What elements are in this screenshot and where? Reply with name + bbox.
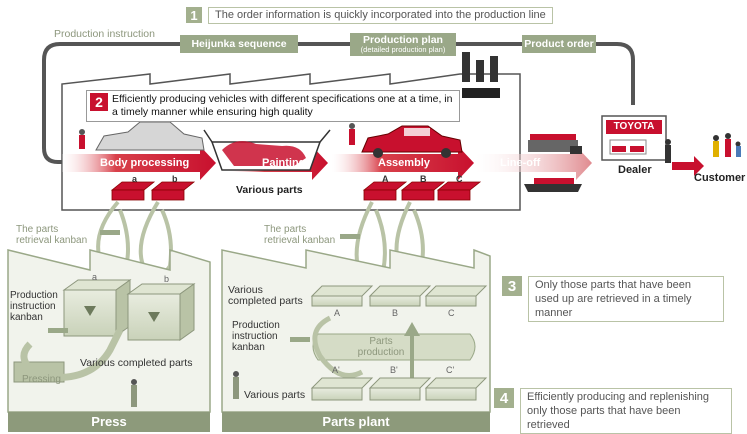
body-shell-car bbox=[95, 121, 205, 151]
caption-4-text: Efficiently producing and replenishing o… bbox=[520, 388, 732, 434]
plant-top-letter-b: B bbox=[392, 308, 399, 318]
press-crate-letter-b: b bbox=[164, 274, 170, 284]
bin-letter-assembly-b: B bbox=[420, 174, 427, 184]
body-processing-label: Body processing bbox=[100, 157, 190, 169]
plant-bottom-letter-a: A' bbox=[332, 365, 340, 375]
bin-letter-body-a: a bbox=[132, 174, 138, 184]
factory-windows bbox=[462, 88, 500, 98]
production-instruction-label: Production instruction bbox=[54, 28, 155, 40]
press-crates bbox=[62, 279, 196, 341]
caption-1: 1 The order information is quickly incor… bbox=[186, 7, 553, 24]
plant-top-letter-a: A bbox=[334, 308, 341, 318]
dealer-label: Dealer bbox=[618, 164, 652, 176]
parts-production-label: Parts production bbox=[357, 336, 405, 358]
plant-top-crates bbox=[310, 285, 488, 307]
product-order-pill: Product order bbox=[522, 35, 596, 53]
press-worker bbox=[131, 379, 137, 407]
line-arrow-body bbox=[62, 146, 216, 180]
chimney-2 bbox=[476, 60, 484, 82]
production-plan-label: Production plan bbox=[363, 34, 443, 46]
plant-various-parts-label: Various parts bbox=[244, 389, 306, 401]
plant-instruction-loop bbox=[312, 315, 364, 378]
plant-instruction-tag bbox=[290, 337, 310, 342]
plant-instruction-kanban-label: Production instruction kanban bbox=[232, 320, 280, 353]
kanban-bins-assembly bbox=[362, 181, 482, 201]
plant-footer-label: Parts plant bbox=[322, 414, 390, 429]
caption-3: 3 Only those parts that have been used u… bbox=[502, 276, 724, 322]
customer-label: Customer bbox=[694, 172, 746, 184]
heijunka-pill: Heijunka sequence plan bbox=[180, 35, 298, 68]
worker-assembly bbox=[349, 123, 355, 145]
caption-2-text: Efficiently producing vehicles with diff… bbox=[112, 93, 453, 118]
plant-retrieval-kanban-label: The parts retrieval kanban bbox=[264, 224, 336, 246]
paint-bath bbox=[203, 129, 331, 171]
plant-worker bbox=[233, 371, 239, 399]
press-instruction-kanban-label: Production instruction kanban bbox=[10, 290, 58, 323]
dealer-person bbox=[665, 139, 671, 163]
car-carrier-truck bbox=[528, 134, 582, 154]
plant-top-letter-c: C bbox=[448, 308, 455, 318]
production-plan-pill: Production plan (detailed production pla… bbox=[350, 33, 456, 56]
plant-completed-parts-label: Various completed parts bbox=[228, 284, 303, 307]
bin-letter-body-b: b bbox=[172, 174, 178, 184]
press-instruction-tag bbox=[48, 328, 68, 333]
press-retrieval-tag bbox=[100, 230, 120, 235]
plant-retrieval-tag bbox=[340, 234, 360, 239]
press-completed-parts-label: Various completed parts bbox=[80, 357, 193, 369]
caption-3-number: 3 bbox=[502, 276, 522, 296]
pressing-label: Pressing bbox=[22, 374, 61, 385]
chimney-1 bbox=[462, 52, 470, 82]
caption-4: 4 Efficiently producing and replenishing… bbox=[494, 388, 732, 434]
worker-body bbox=[79, 129, 85, 149]
chimney-3 bbox=[490, 56, 498, 82]
kanban-bins-body bbox=[110, 181, 196, 201]
production-plan-sub: (detailed production plan) bbox=[360, 45, 446, 54]
dealer-sign: TOYOTA bbox=[613, 121, 655, 132]
press-footer-bar bbox=[8, 412, 210, 432]
red-car bbox=[361, 125, 463, 158]
caption-1-number: 1 bbox=[186, 7, 202, 23]
painting-label: Painting bbox=[262, 157, 306, 169]
assembly-label: Assembly bbox=[378, 157, 430, 169]
plant-bottom-letter-b: B' bbox=[390, 365, 398, 375]
line-off-label: Line-off bbox=[500, 157, 541, 169]
pressing-loop bbox=[20, 328, 124, 382]
line-arrow-assembly bbox=[332, 146, 474, 180]
caption-4-number: 4 bbox=[494, 388, 514, 408]
line-arrow-lineoff bbox=[476, 146, 592, 180]
press-retrieval-kanban-label: The parts retrieval kanban bbox=[16, 224, 88, 246]
plant-footer-bar bbox=[222, 412, 490, 432]
caption-1-text: The order information is quickly incorpo… bbox=[208, 7, 553, 24]
bin-letter-assembly-c: C bbox=[456, 174, 463, 184]
caption-2-number: 2 bbox=[90, 93, 108, 111]
caption-2: 2 Efficiently producing vehicles with di… bbox=[86, 90, 460, 122]
dealer-arrow bbox=[672, 156, 704, 176]
plant-bottom-crates bbox=[310, 377, 488, 401]
instruction-loop-line bbox=[42, 42, 635, 164]
bin-letter-assembly-a: A bbox=[382, 174, 389, 184]
customer-family bbox=[713, 133, 741, 157]
caption-3-text: Only those parts that have been used up … bbox=[528, 276, 724, 322]
plant-bottom-letter-c: C' bbox=[446, 365, 455, 375]
cargo-ship bbox=[524, 178, 582, 192]
press-crate-letter-a: a bbox=[92, 272, 98, 282]
press-footer-label: Press bbox=[91, 414, 127, 429]
various-parts-label: Various parts bbox=[236, 184, 303, 196]
dealer-building bbox=[601, 115, 667, 161]
parts-production-arrow bbox=[404, 322, 420, 380]
